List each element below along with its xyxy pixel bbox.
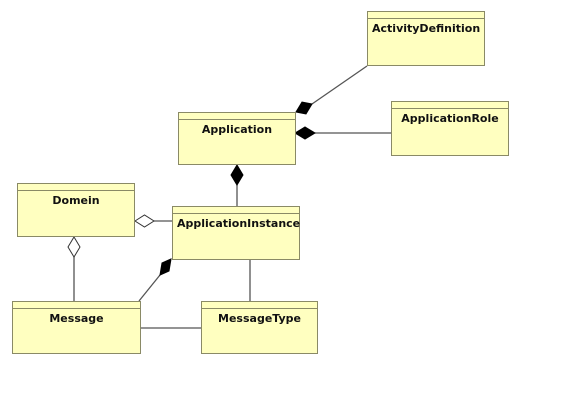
class-messagetype[interactable]: MessageType bbox=[201, 301, 318, 354]
class-name-domein: Domein bbox=[18, 190, 134, 207]
class-name-application: Application bbox=[179, 119, 295, 136]
class-name-applicationinstance: ApplicationInstance bbox=[173, 213, 300, 230]
association-line-activitydefinition bbox=[311, 65, 368, 105]
association-line-instance-message bbox=[138, 274, 161, 302]
class-name-message: Message bbox=[13, 308, 140, 325]
composition-diamond-applicationinstance bbox=[230, 164, 244, 186]
composition-diamond-activitydefinition bbox=[295, 101, 313, 115]
class-name-applicationrole: ApplicationRole bbox=[392, 108, 508, 125]
class-domein[interactable]: Domein bbox=[17, 183, 135, 237]
class-applicationinstance[interactable]: ApplicationInstance bbox=[172, 206, 300, 260]
aggregation-diamond-domein-instance bbox=[134, 214, 155, 228]
composition-diamond-applicationrole bbox=[294, 126, 316, 140]
class-message[interactable]: Message bbox=[12, 301, 141, 354]
composition-diamond-instance-message bbox=[159, 258, 172, 276]
class-applicationrole[interactable]: ApplicationRole bbox=[391, 101, 509, 156]
class-name-activitydefinition: ActivityDefinition bbox=[368, 18, 484, 35]
class-name-messagetype: MessageType bbox=[202, 308, 317, 325]
aggregation-diamond-domein-message bbox=[67, 236, 81, 258]
class-application[interactable]: Application bbox=[178, 112, 296, 165]
class-activitydefinition[interactable]: ActivityDefinition bbox=[367, 11, 485, 66]
